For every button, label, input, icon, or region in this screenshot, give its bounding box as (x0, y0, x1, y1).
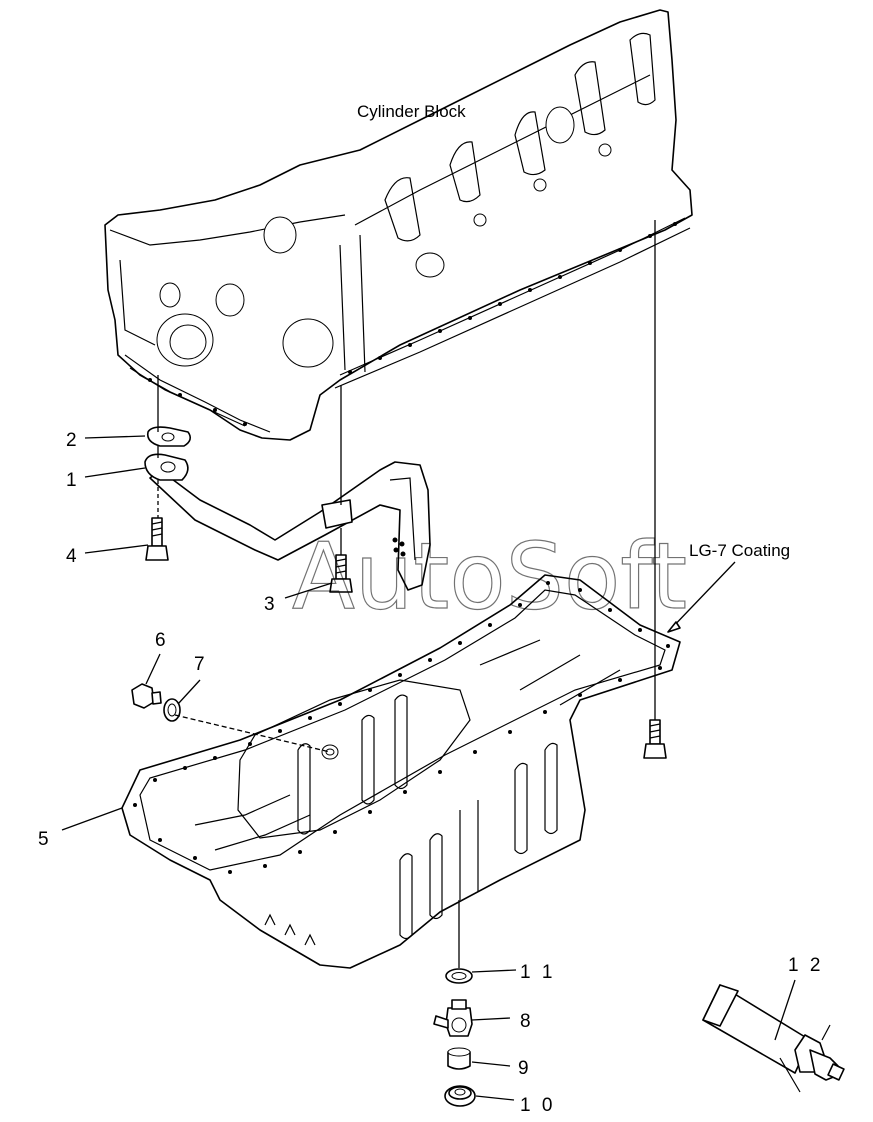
drain-valve-8 (433, 999, 473, 1037)
watermark: AutoSoft (292, 523, 687, 630)
washer-7 (163, 698, 181, 722)
callout-3: 3 (264, 594, 278, 615)
washer-11 (445, 968, 473, 984)
callout-11: 1 1 (520, 962, 555, 983)
special-tool-12 (702, 984, 845, 1093)
callout-6: 6 (155, 630, 169, 651)
drain-plug-9 (447, 1047, 471, 1070)
callout-10: 1 0 (520, 1095, 555, 1116)
coating-caption: LG-7 Coating (689, 541, 790, 560)
callout-7: 7 (194, 654, 208, 675)
callout-8: 8 (520, 1011, 534, 1032)
oil-pan (121, 574, 681, 969)
cylinder-block-caption: Cylinder Block (357, 102, 466, 121)
cap-10 (444, 1085, 476, 1107)
leader-lines (61, 220, 796, 1101)
callout-1: 1 (66, 470, 80, 491)
callout-4: 4 (66, 546, 80, 567)
pan-bolt (643, 719, 667, 759)
callout-2: 2 (66, 430, 80, 451)
cylinder-block (104, 9, 693, 441)
callout-12: 1 2 (788, 955, 823, 976)
gasket (146, 426, 192, 447)
bolt-4 (145, 517, 169, 561)
plug-6 (131, 683, 162, 709)
oil-strainer-pipe (144, 453, 431, 591)
callout-5: 5 (38, 829, 52, 850)
callout-9: 9 (518, 1058, 532, 1079)
